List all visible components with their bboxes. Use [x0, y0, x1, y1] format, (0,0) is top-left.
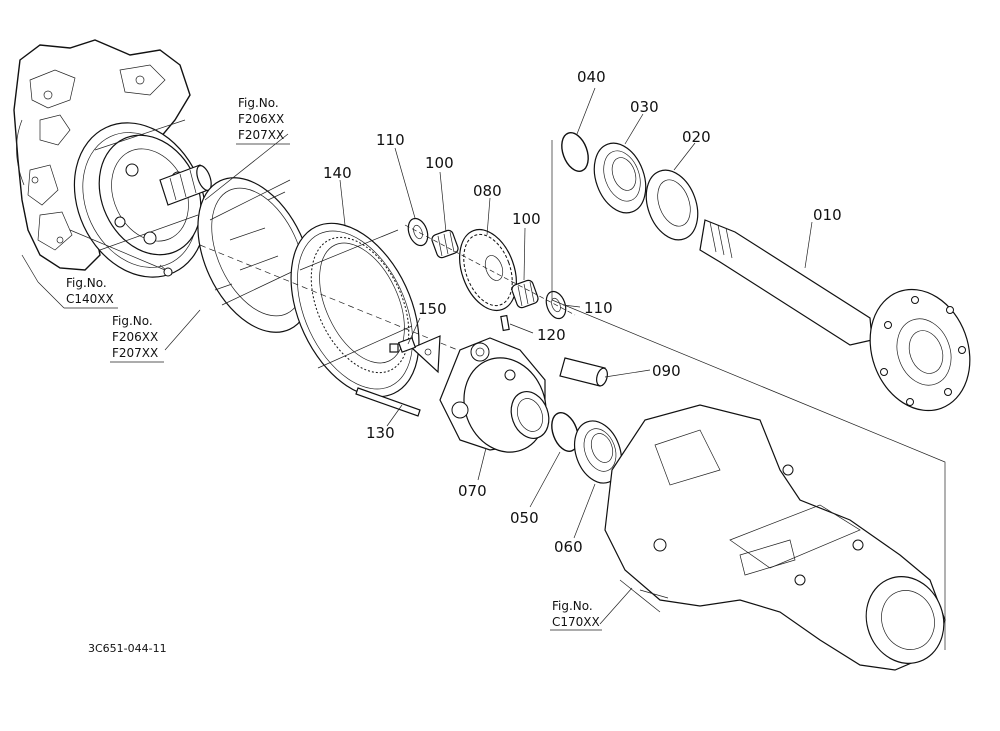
drawing-code: 3C651-044-11 [88, 642, 167, 655]
fig-ref-line: F207XX [112, 346, 158, 360]
leader-lines [21, 87, 813, 625]
thrust-washer-110-left [407, 217, 429, 247]
ball-bearing-030 [593, 142, 647, 214]
fig-ref-c170: Fig.No. C170XX [550, 599, 602, 631]
fig-ref-line: F206XX [238, 112, 284, 126]
pin-130 [355, 387, 421, 417]
fig-ref-line: C170XX [552, 615, 600, 629]
part-labels: 040 030 020 010 110 100 080 100 110 120 … [323, 68, 842, 556]
ball-bearing-060 [574, 420, 622, 484]
snap-ring-040 [561, 132, 589, 172]
part-label-060: 060 [554, 538, 583, 556]
fig-ref-f206-top: Fig.No. F206XX F207XX [236, 96, 290, 145]
part-label-140: 140 [323, 164, 352, 182]
part-label-130: 130 [366, 424, 395, 442]
part-label-120: 120 [537, 326, 566, 344]
part-label-110-top: 110 [376, 131, 405, 149]
part-label-040: 040 [577, 68, 606, 86]
fig-ref-prefix: Fig.No. [552, 599, 593, 613]
part-label-100-top: 100 [425, 154, 454, 172]
part-label-010: 010 [813, 206, 842, 224]
fig-ref-prefix: Fig.No. [66, 276, 107, 290]
fig-ref-f206-bottom: Fig.No. F206XX F207XX [110, 314, 164, 363]
fig-ref-line: F206XX [112, 330, 158, 344]
fig-ref-prefix: Fig.No. [112, 314, 153, 328]
fig-ref-prefix: Fig.No. [238, 96, 279, 110]
part-label-080: 080 [473, 182, 502, 200]
axle-shaft-010 [699, 219, 971, 412]
friction-ring [197, 177, 313, 333]
part-label-100-right: 100 [512, 210, 541, 228]
spring-pin-120 [500, 314, 510, 332]
final-drive-housing [604, 404, 946, 671]
brake-drum-assembly [69, 119, 212, 278]
part-label-050: 050 [510, 509, 539, 527]
part-label-110-right: 110 [584, 299, 613, 317]
fig-ref-line: F207XX [238, 128, 284, 142]
part-label-020: 020 [682, 128, 711, 146]
bolt-and-lock-plate-150 [389, 335, 441, 374]
part-label-090: 090 [652, 362, 681, 380]
internal-gear-140 [290, 222, 420, 398]
part-label-070: 070 [458, 482, 487, 500]
part-label-150: 150 [418, 300, 447, 318]
needle-bearing-100-left [431, 229, 459, 259]
fig-ref-line: C140XX [66, 292, 114, 306]
planetary-gear-080 [459, 228, 517, 312]
part-label-030: 030 [630, 98, 659, 116]
oil-seal-020 [645, 169, 699, 241]
needle-bearing-100-right [511, 279, 539, 309]
planetary-carrier-070 [439, 337, 550, 453]
pin-090 [559, 357, 608, 387]
fig-ref-c140: Fig.No. C140XX [37, 276, 118, 309]
snap-ring-050 [551, 412, 579, 452]
